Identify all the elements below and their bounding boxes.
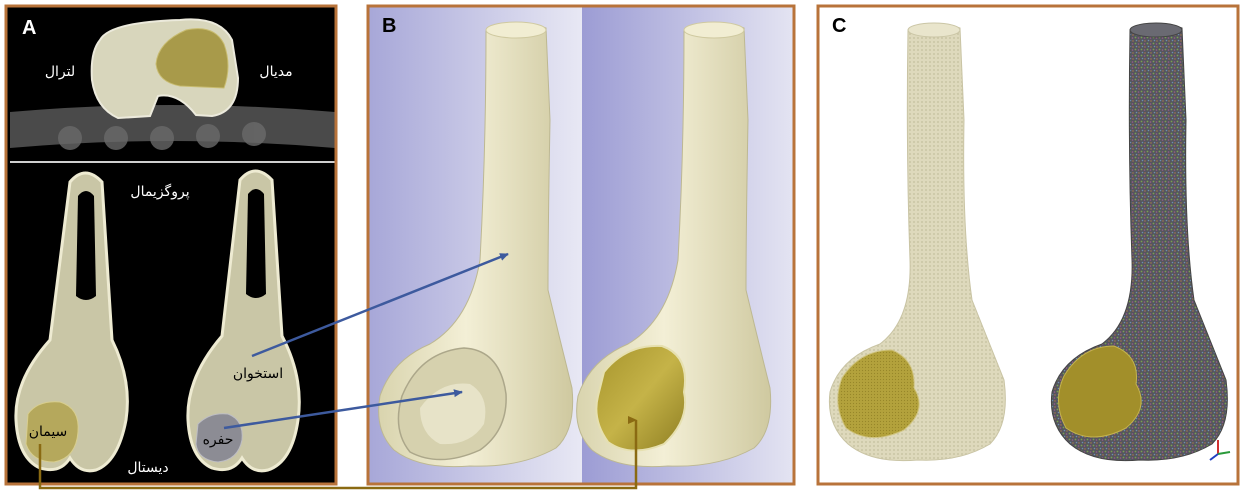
panel-a: A لترال مدیال پروگزیمال استخوان سیمان حف… — [6, 6, 336, 484]
panel-c: C — [818, 6, 1238, 484]
panel-a-letter: A — [22, 17, 36, 39]
label-cavity: حفره — [203, 432, 234, 448]
label-bone: استخوان — [233, 366, 283, 382]
label-distal: دیستال — [127, 460, 168, 476]
panel-c-letter: C — [832, 15, 846, 37]
label-cement: سیمان — [29, 424, 68, 440]
panel-b: B — [368, 6, 794, 484]
label-lateral: لترال — [45, 64, 75, 80]
label-proximal: پروگزیمال — [130, 183, 189, 200]
panel-b-letter: B — [382, 15, 396, 37]
label-medial: مدیال — [259, 64, 292, 80]
